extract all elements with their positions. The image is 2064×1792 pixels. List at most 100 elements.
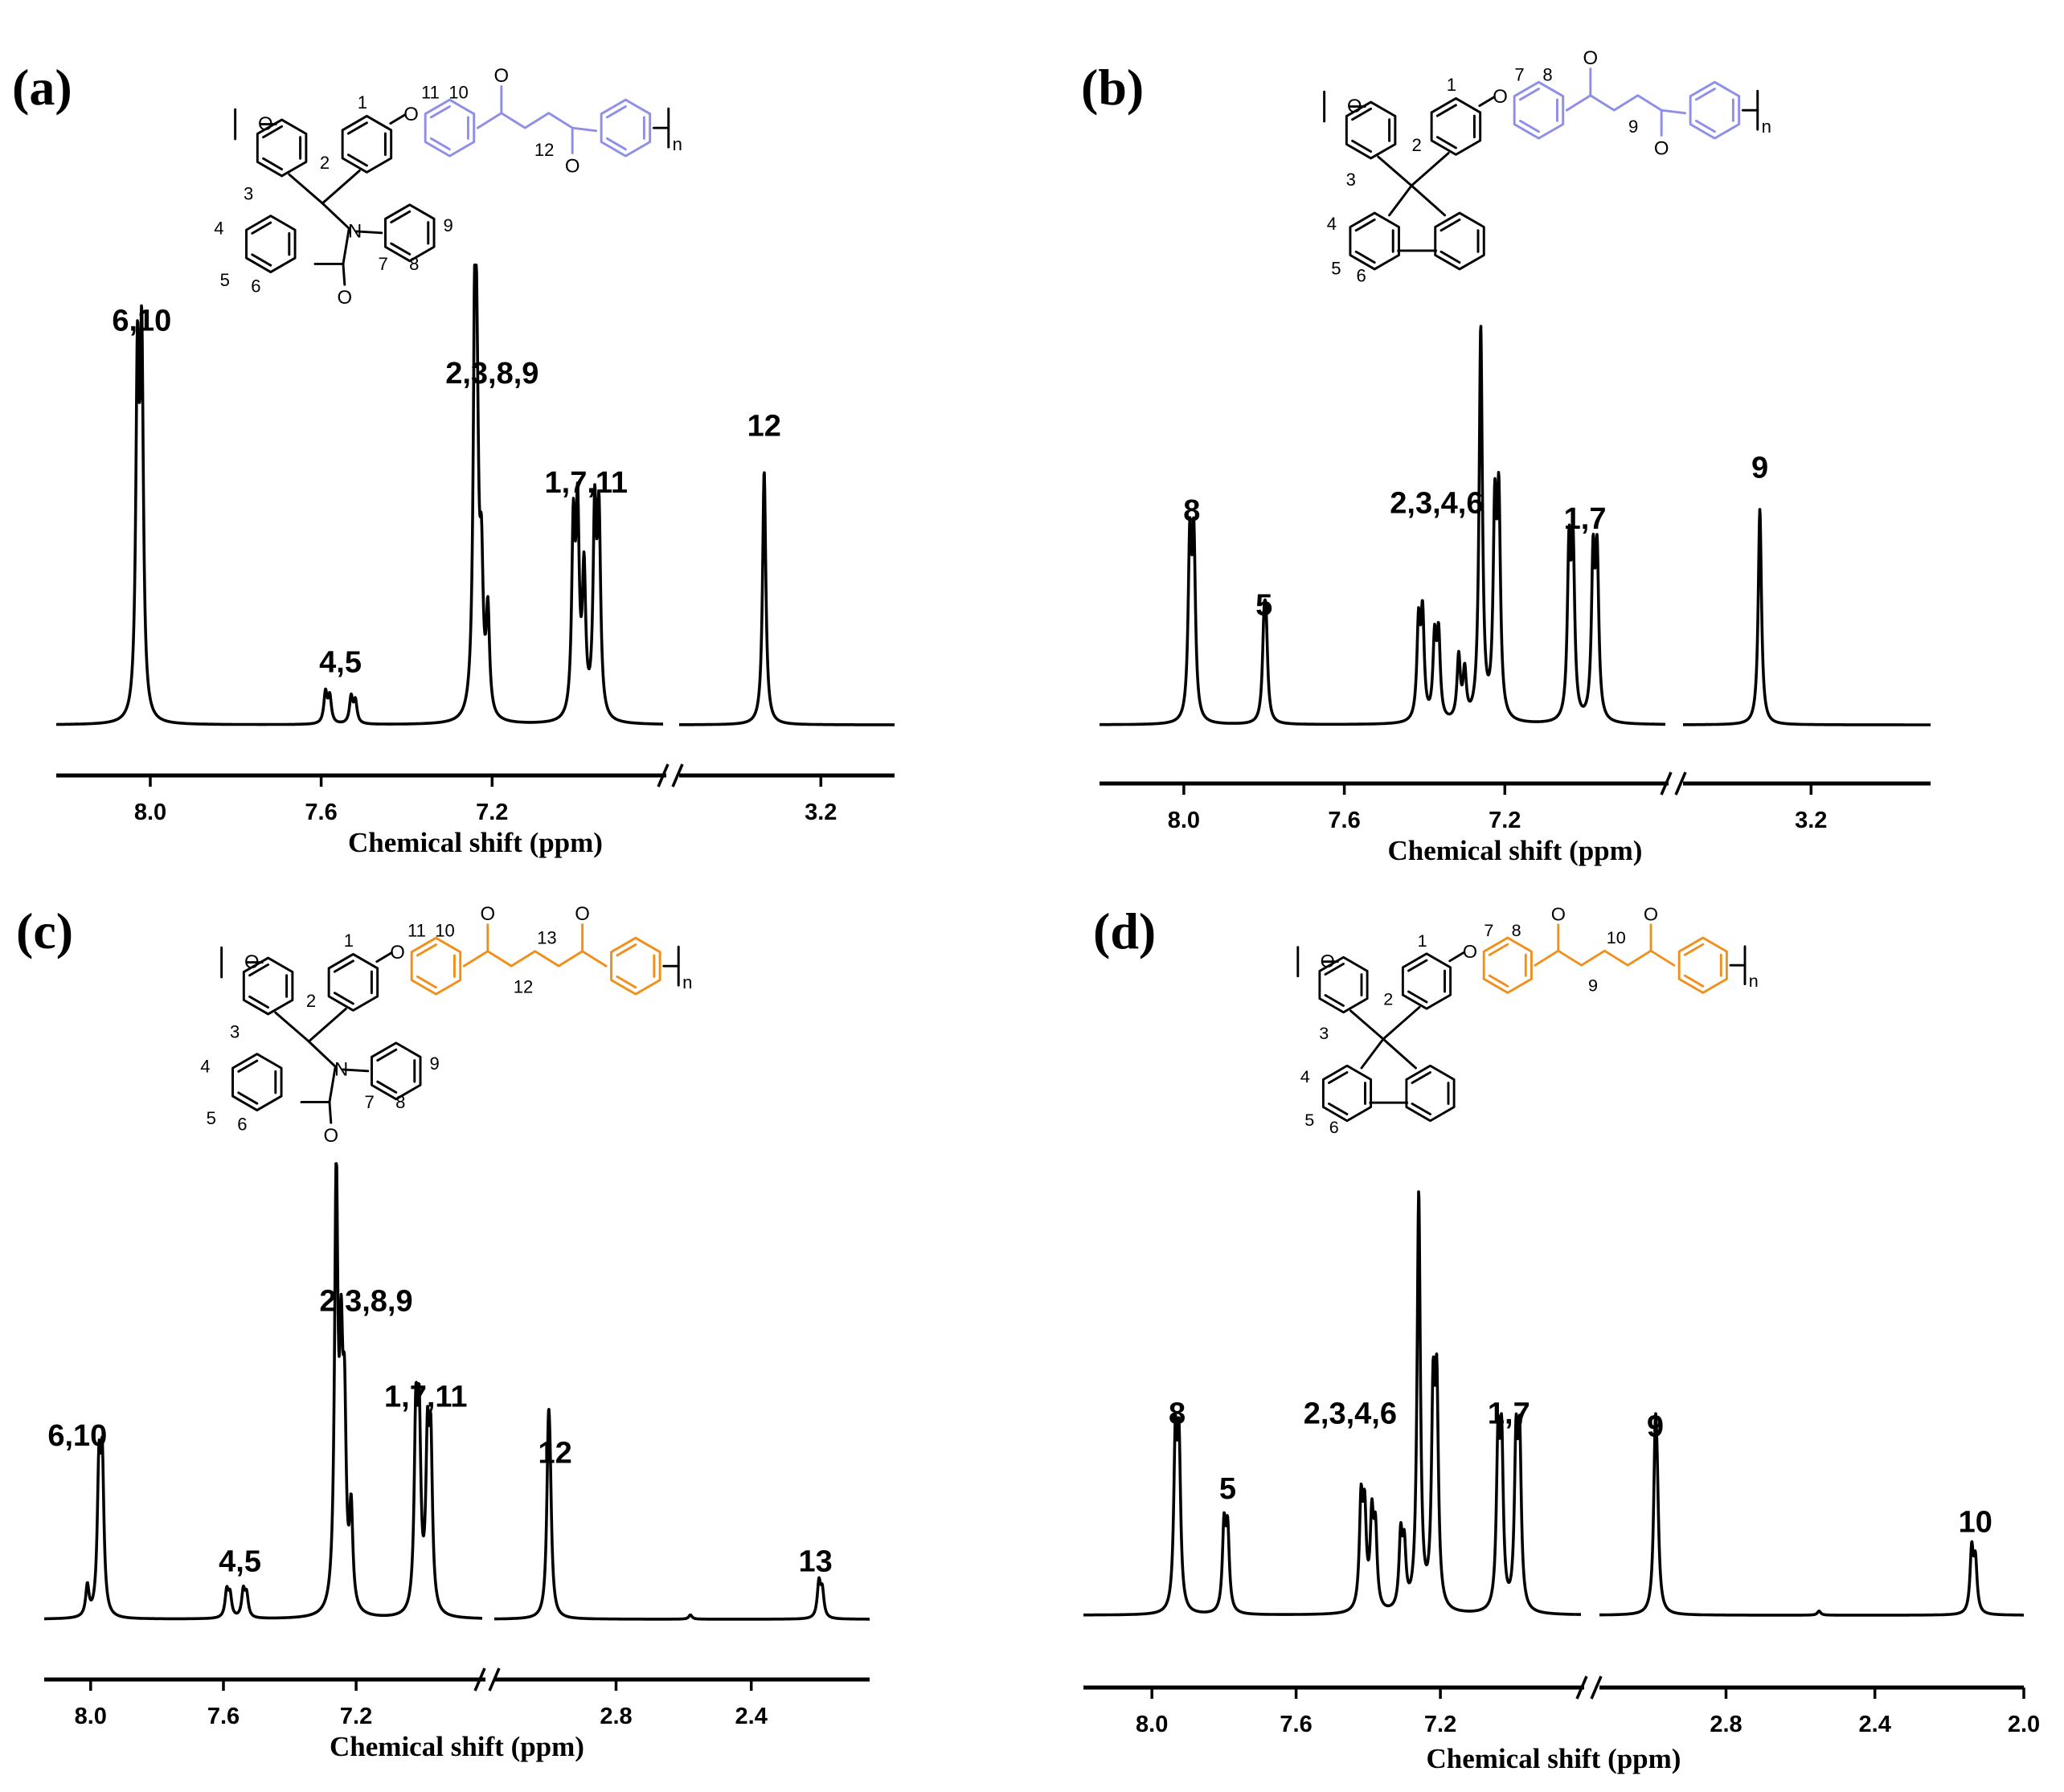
ring-double-bond bbox=[251, 253, 272, 267]
structure-position-number: 6 bbox=[1329, 1117, 1339, 1137]
ring-double-bond bbox=[416, 943, 437, 957]
peak-label: 9 bbox=[1647, 1409, 1664, 1443]
ring-ketone-phenyl-1 bbox=[410, 936, 462, 996]
structure-bonds bbox=[1296, 923, 1747, 1123]
peak-label: 13 bbox=[799, 1545, 833, 1579]
ring-double-bond bbox=[390, 210, 412, 224]
ring-double-bond bbox=[346, 121, 368, 135]
ring-left-phenyl bbox=[242, 956, 294, 1016]
structure-position-number: 4 bbox=[200, 1057, 210, 1077]
atom-label: O bbox=[323, 1125, 338, 1147]
structure-position-number: 10 bbox=[1607, 927, 1626, 947]
structure-position-number: 7 bbox=[364, 1092, 374, 1112]
atom-label: O bbox=[390, 942, 405, 964]
tick-label: 2.8 bbox=[1710, 1712, 1742, 1737]
structure-position-number: 13 bbox=[537, 928, 557, 948]
structure-position-number: 8 bbox=[395, 1092, 405, 1112]
atom-label: O bbox=[1551, 903, 1566, 924]
bond bbox=[342, 1068, 370, 1073]
atom-label: O bbox=[494, 65, 510, 87]
bond bbox=[300, 1040, 337, 1103]
ring-double-bond bbox=[333, 992, 354, 1005]
tick-label: 8.0 bbox=[1136, 1712, 1168, 1737]
spectrum-segment-2 bbox=[1598, 1412, 2025, 1617]
ring-double-bond bbox=[1351, 107, 1373, 121]
bond bbox=[389, 113, 407, 125]
structure-position-number: 7 bbox=[1514, 64, 1524, 84]
peak-label: 6,10 bbox=[112, 305, 171, 338]
peak-label: 8 bbox=[1183, 494, 1200, 528]
structure-position-number: 4 bbox=[1327, 214, 1337, 234]
structure-position-number: 11 bbox=[421, 82, 440, 102]
bond bbox=[1448, 951, 1466, 963]
ring-double-bond bbox=[333, 959, 354, 973]
structure-position-number: 8 bbox=[1542, 64, 1552, 84]
structure-position-number: 1 bbox=[344, 931, 354, 951]
structure-position-number: 4 bbox=[214, 219, 223, 239]
ring-double-bond bbox=[1439, 250, 1461, 264]
ring-double-bond bbox=[616, 975, 637, 989]
ring-double-bond bbox=[262, 125, 284, 139]
tick-label: 7.6 bbox=[1328, 808, 1360, 833]
spectrum-segment-2 bbox=[678, 471, 896, 726]
structure-position-number: 12 bbox=[534, 140, 555, 160]
ring-double-bond bbox=[605, 137, 627, 151]
tick-label: 2.8 bbox=[600, 1704, 632, 1729]
atom-label: O bbox=[1347, 96, 1362, 117]
bond bbox=[1360, 1037, 1385, 1070]
structure-position-number: 10 bbox=[435, 920, 455, 940]
atom-label: O bbox=[1654, 137, 1669, 159]
ring-ketone-phenyl-1 bbox=[1482, 936, 1533, 994]
tick-label: 2.4 bbox=[1859, 1712, 1891, 1737]
tick-label: 8.0 bbox=[75, 1704, 107, 1729]
structure-position-number: 1 bbox=[1418, 931, 1427, 951]
bond bbox=[375, 951, 393, 964]
panel-letter: (b) bbox=[1081, 59, 1144, 116]
atom-label: O bbox=[1583, 47, 1599, 69]
peak-label: 2,3,4,6 bbox=[1390, 487, 1483, 521]
ring-fluorene-right bbox=[1434, 211, 1485, 271]
ring-double-bond bbox=[1407, 990, 1428, 1004]
bond bbox=[476, 112, 598, 133]
bond bbox=[307, 1008, 347, 1043]
ring-ketone-phenyl-2 bbox=[610, 936, 661, 996]
atom-label: O bbox=[337, 287, 352, 309]
x-axis-title: Chemical shift (ppm) bbox=[1427, 1743, 1681, 1774]
subscript-n: n bbox=[1762, 117, 1771, 137]
structure-position-number: 5 bbox=[1304, 1110, 1314, 1130]
structure-position-number: 5 bbox=[220, 270, 230, 290]
peak-label: 4,5 bbox=[319, 646, 362, 680]
axis-break-mark bbox=[671, 763, 684, 788]
bond bbox=[1534, 949, 1676, 967]
ring-double-bond bbox=[1439, 218, 1461, 232]
structure-position-number: 12 bbox=[514, 976, 534, 996]
ring-right-phenyl bbox=[341, 114, 393, 174]
peak-label: 2,3,8,9 bbox=[445, 357, 539, 391]
spectrum-traces bbox=[55, 264, 896, 726]
axis-break-mark bbox=[473, 1667, 486, 1692]
structure-position-number: 9 bbox=[429, 1054, 439, 1074]
bond bbox=[1377, 155, 1413, 187]
bond bbox=[1382, 1037, 1417, 1070]
tick-label: 7.2 bbox=[476, 800, 508, 825]
ring-double-bond bbox=[1411, 1103, 1431, 1115]
structure-position-number: 6 bbox=[1356, 266, 1366, 286]
structure-position-number: 9 bbox=[1588, 976, 1598, 996]
peak-label: 1,7,11 bbox=[384, 1380, 468, 1414]
bond bbox=[1382, 1005, 1421, 1041]
ring-ketone-phenyl-2 bbox=[600, 98, 652, 158]
bond bbox=[462, 950, 608, 968]
atom-label: N bbox=[348, 220, 362, 242]
atom-label: N bbox=[334, 1058, 348, 1080]
structure-position-number: 6 bbox=[251, 276, 260, 296]
bond bbox=[355, 230, 383, 235]
ring-double-bond bbox=[429, 105, 451, 119]
axis-break-mark bbox=[1590, 1675, 1603, 1700]
structure-position-number: 9 bbox=[1628, 117, 1638, 137]
structure-position-number: 2 bbox=[306, 991, 316, 1011]
subscript-n: n bbox=[1749, 971, 1759, 991]
